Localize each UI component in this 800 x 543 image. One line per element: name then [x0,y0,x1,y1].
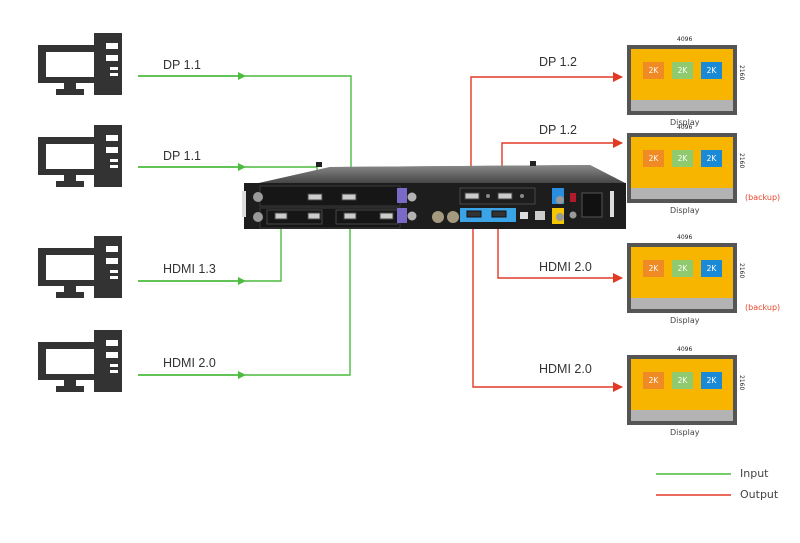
tile-2k: 2K [643,260,664,277]
dp-output-port-1 [464,192,480,200]
legend-input-label: Input [740,467,769,480]
output-signal-label: DP 1.2 [539,123,577,137]
output-signal-label: DP 1.2 [539,55,577,69]
hdmi-output-port-1 [466,210,482,218]
output-wire-1 [470,72,623,196]
tile-2k: 2K [701,62,722,79]
tile-2k: 2K [643,62,664,79]
source-signal-label: HDMI 2.0 [163,356,216,370]
output-signal-label: HDMI 2.0 [539,260,592,274]
source-signal-label: DP 1.1 [163,58,201,72]
video-processor-device [242,161,626,229]
tile-2k: 2K [643,150,664,167]
source-signal-label: DP 1.1 [163,149,201,163]
tile-2k: 2K [643,372,664,389]
dp-input-port-2 [341,193,357,201]
tile-2k: 2K [701,372,722,389]
input-wire-4 [138,218,351,376]
display-height-label: 2160 [738,375,745,391]
display-width-label: 4096 [677,346,693,353]
tile-2k: 2K [701,150,722,167]
display-screen: 2K 2K 2K [627,243,737,313]
tile-2k: 2K [672,260,693,277]
desktop-computer-icon [38,33,126,105]
display-caption: Display [670,206,700,215]
output-wire-4 [472,222,623,392]
output-wire-3 [497,222,623,283]
display-width-label: 4096 [677,124,693,131]
tile-2k: 2K [672,372,693,389]
desktop-computer-icon [38,330,126,402]
tile-2k: 2K [672,62,693,79]
display-caption: Display [670,428,700,437]
desktop-computer-icon [38,125,126,197]
backup-note: (backup) [745,193,781,202]
dp-input-port-1 [307,193,323,201]
display-width-label: 4096 [677,234,693,241]
source-signal-label: HDMI 1.3 [163,262,216,276]
hdmi-output-port-2 [491,210,507,218]
display-screen: 2K 2K 2K [627,355,737,425]
display-height-label: 2160 [738,263,745,279]
tile-2k: 2K [672,150,693,167]
thumbscrew [253,192,263,202]
display-caption: Display [670,118,700,127]
display-width-label: 4096 [677,36,693,43]
hdmi-input-port-2 [343,212,357,220]
display-height-label: 2160 [738,153,745,169]
desktop-computer-icon [38,236,126,308]
display-height-label: 2160 [738,65,745,81]
display-screen: 2K 2K 2K [627,133,737,203]
display-caption: Display [670,316,700,325]
tile-2k: 2K [701,260,722,277]
hdmi-input-port-1 [274,212,288,220]
legend-output-label: Output [740,488,779,501]
backup-note: (backup) [745,303,781,312]
display-screen: 2K 2K 2K [627,45,737,115]
dp-output-port-2 [497,192,513,200]
thumbscrew [253,212,263,222]
output-signal-label: HDMI 2.0 [539,362,592,376]
